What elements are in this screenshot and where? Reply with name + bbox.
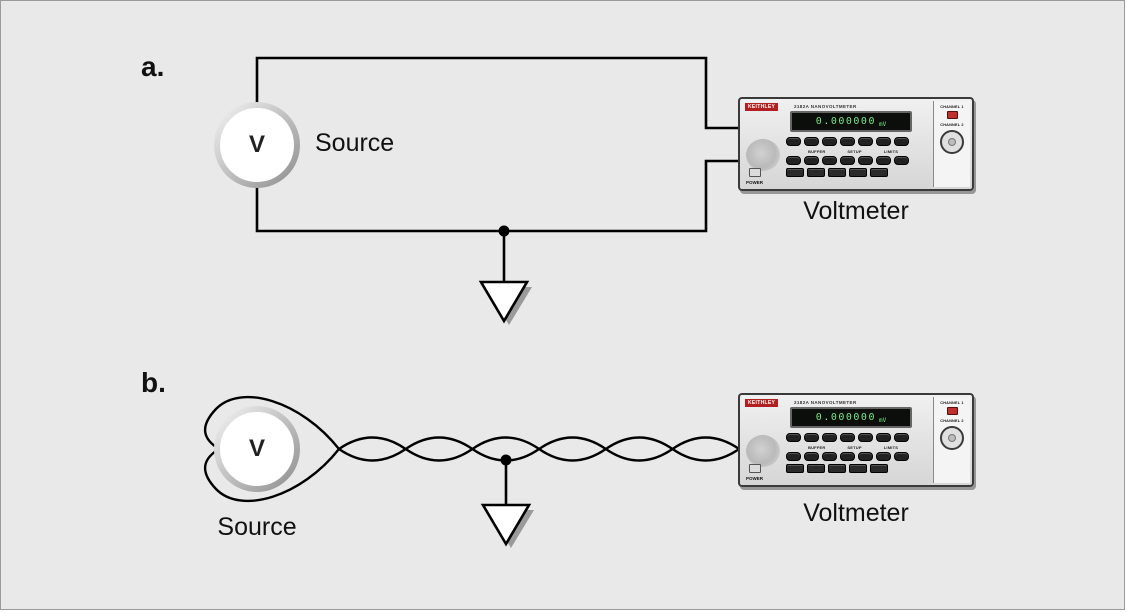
panel-button[interactable] <box>858 156 873 165</box>
group-label-limits: LIMITS <box>883 149 899 154</box>
display-window: 0.000000 mV <box>790 407 912 428</box>
panel-button[interactable] <box>849 464 867 473</box>
model-label: 2182A NANOVOLTMETER <box>794 104 857 109</box>
channel1-button[interactable] <box>946 111 958 119</box>
panel-button[interactable] <box>786 452 801 461</box>
display-reading: 0.000000 <box>815 412 876 423</box>
voltmeter-device-a: KEITHLEY 2182A NANOVOLTMETER 0.000000 mV… <box>738 97 974 191</box>
group-label-limits: LIMITS <box>883 445 899 450</box>
brand-badge: KEITHLEY <box>745 399 779 407</box>
source-loop-bottom-b <box>203 447 340 503</box>
source-circle-a <box>214 102 300 188</box>
display-unit: mV <box>878 417 887 424</box>
source-symbol-a: V <box>248 131 265 158</box>
panel-button[interactable] <box>876 137 891 146</box>
group-label-buffer: BUFFER <box>808 445 826 450</box>
panel-button[interactable] <box>786 464 804 473</box>
panel-button[interactable] <box>876 156 891 165</box>
power-label: POWER <box>746 476 764 481</box>
power-button[interactable] <box>749 168 761 177</box>
front-panel-buttons: BUFFER SETUP LIMITS <box>786 137 916 180</box>
ground-symbol-a <box>478 280 530 324</box>
display-reading: 0.000000 <box>815 116 876 127</box>
panel-button[interactable] <box>870 168 888 177</box>
twisted-pair-wire-2 <box>338 436 740 462</box>
panel-button[interactable] <box>786 168 804 177</box>
group-label-buffer: BUFFER <box>808 149 826 154</box>
panel-button[interactable] <box>822 433 837 442</box>
junction-dot-b <box>500 454 512 466</box>
panel-button[interactable] <box>840 137 855 146</box>
source-loop-top-b <box>203 395 340 451</box>
group-label-setup: SETUP <box>847 149 862 154</box>
voltmeter-label-b: Voltmeter <box>803 499 909 527</box>
ground-symbol-b <box>480 503 532 547</box>
panel-button[interactable] <box>870 464 888 473</box>
panel-button[interactable] <box>876 433 891 442</box>
section-a-label: a. <box>141 51 165 82</box>
dpad-center-button[interactable] <box>948 434 956 442</box>
panel-button[interactable] <box>804 137 819 146</box>
voltmeter-device-b: KEITHLEY 2182A NANOVOLTMETER 0.000000 mV… <box>738 393 974 487</box>
panel-button[interactable] <box>894 433 909 442</box>
group-label-setup: SETUP <box>847 445 862 450</box>
panel-button[interactable] <box>807 464 825 473</box>
brand-badge: KEITHLEY <box>745 103 779 111</box>
voltmeter-label-a: Voltmeter <box>803 197 909 225</box>
wire-a-bottom <box>255 159 740 233</box>
panel-button[interactable] <box>804 452 819 461</box>
channel1-button[interactable] <box>946 407 958 415</box>
vent-texture <box>746 435 780 467</box>
channel-panel: CHANNEL 1 CHANNEL 2 <box>933 101 970 187</box>
panel-button[interactable] <box>828 168 846 177</box>
section-b-label: b. <box>141 367 166 398</box>
channel-panel: CHANNEL 1 CHANNEL 2 <box>933 397 970 483</box>
source-circle-b <box>214 406 300 492</box>
source-symbol-b: V <box>248 435 265 462</box>
panel-button[interactable] <box>807 168 825 177</box>
panel-button[interactable] <box>822 156 837 165</box>
panel-button[interactable] <box>822 137 837 146</box>
power-button[interactable] <box>749 464 761 473</box>
model-label: 2182A NANOVOLTMETER <box>794 400 857 405</box>
panel-button[interactable] <box>894 156 909 165</box>
panel-button[interactable] <box>876 452 891 461</box>
panel-button[interactable] <box>804 433 819 442</box>
channel2-label: CHANNEL 2 <box>940 419 964 423</box>
source-label-b: Source <box>217 513 297 541</box>
front-panel-buttons: BUFFER SETUP LIMITS <box>786 433 916 476</box>
panel-button[interactable] <box>840 156 855 165</box>
power-label: POWER <box>746 180 764 185</box>
dpad-control[interactable] <box>940 130 964 154</box>
dpad-control[interactable] <box>940 426 964 450</box>
source-label-a: Source <box>315 129 395 157</box>
vent-texture <box>746 139 780 171</box>
panel-button[interactable] <box>786 156 801 165</box>
panel-button[interactable] <box>858 137 873 146</box>
panel-button[interactable] <box>858 433 873 442</box>
panel-button[interactable] <box>894 452 909 461</box>
channel2-label: CHANNEL 2 <box>940 123 964 127</box>
panel-button[interactable] <box>828 464 846 473</box>
panel-button[interactable] <box>840 452 855 461</box>
dpad-center-button[interactable] <box>948 138 956 146</box>
panel-button[interactable] <box>858 452 873 461</box>
panel-button[interactable] <box>849 168 867 177</box>
panel-button[interactable] <box>786 433 801 442</box>
display-window: 0.000000 mV <box>790 111 912 132</box>
channel1-label: CHANNEL 1 <box>940 105 964 109</box>
junction-dot-a <box>498 225 510 237</box>
panel-button[interactable] <box>786 137 801 146</box>
panel-button[interactable] <box>840 433 855 442</box>
channel1-label: CHANNEL 1 <box>940 401 964 405</box>
panel-button[interactable] <box>822 452 837 461</box>
wire-a-top <box>255 56 740 130</box>
panel-button[interactable] <box>804 156 819 165</box>
display-unit: mV <box>878 121 887 128</box>
panel-button[interactable] <box>894 137 909 146</box>
